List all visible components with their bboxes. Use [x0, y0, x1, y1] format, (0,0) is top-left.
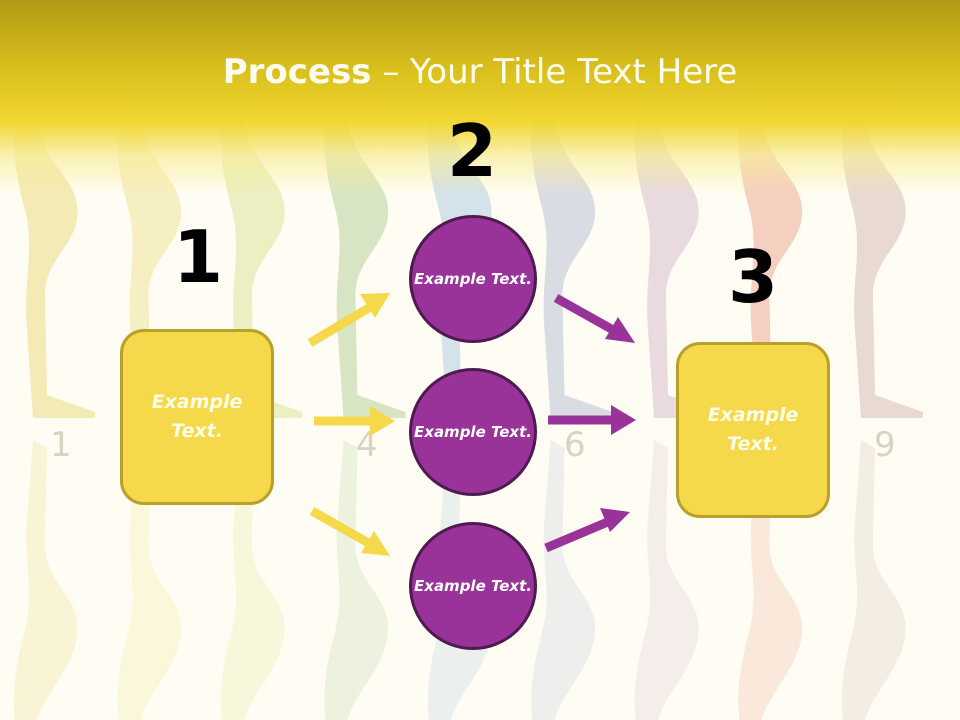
step-2-circle-middle[interactable]: Example Text. — [409, 368, 537, 496]
arrow-to-bottom-yellow — [309, 507, 390, 556]
step-number-1: 1 — [172, 215, 224, 299]
step-3-label: Example Text. — [707, 404, 799, 455]
bg-numeral-4: 4 — [356, 425, 378, 465]
title-bold: Process — [222, 52, 372, 92]
step-1-box[interactable]: Example Text. — [120, 329, 274, 505]
bg-numeral-6: 6 — [564, 425, 586, 465]
step-2-circle-bottom[interactable]: Example Text. — [409, 522, 537, 650]
step-2-middle-label: Example Text. — [414, 422, 532, 441]
bg-numeral-1: 1 — [50, 425, 72, 465]
step-1-label: Example Text. — [151, 391, 243, 442]
arrow-from-top-purple — [553, 294, 635, 343]
step-number-2: 2 — [446, 109, 498, 193]
arrow-from-bottom-purple — [544, 508, 630, 553]
slide-title: Process – Your Title Text Here — [0, 52, 960, 92]
arrow-to-top-yellow — [307, 293, 390, 347]
step-3-box[interactable]: Example Text. — [676, 342, 830, 518]
step-number-3: 3 — [727, 235, 779, 319]
title-rest: – Your Title Text Here — [371, 52, 738, 92]
step-2-bottom-label: Example Text. — [414, 576, 532, 595]
arrow-from-middle-purple — [548, 405, 636, 435]
step-2-top-label: Example Text. — [414, 269, 532, 288]
bg-numeral-9: 9 — [874, 425, 896, 465]
arrow-to-middle-yellow — [314, 406, 395, 436]
header-band — [0, 0, 960, 195]
step-2-circle-top[interactable]: Example Text. — [409, 215, 537, 343]
